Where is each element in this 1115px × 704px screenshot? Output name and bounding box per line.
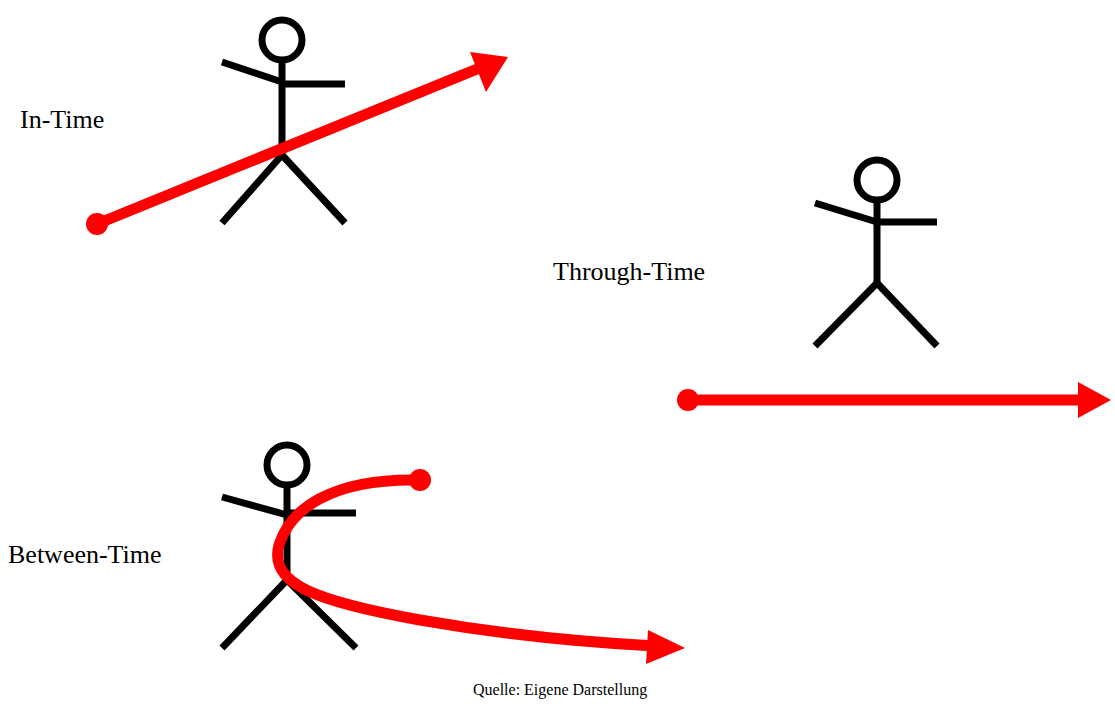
figure-leg bbox=[815, 283, 877, 346]
arrow-head bbox=[646, 630, 685, 664]
figure-label: Through-Time bbox=[553, 256, 705, 287]
stick-figure bbox=[222, 20, 345, 223]
figure-leg bbox=[877, 283, 937, 346]
figure-arm bbox=[815, 203, 877, 222]
figure-arm bbox=[877, 219, 937, 226]
figure-leg bbox=[222, 580, 287, 648]
figure-head bbox=[262, 20, 302, 60]
arrow-head bbox=[1078, 382, 1111, 418]
figure-arm bbox=[282, 81, 345, 88]
figure-body bbox=[874, 200, 881, 283]
time-arrow bbox=[677, 382, 1111, 418]
figure-arm bbox=[222, 62, 282, 82]
time-arrow bbox=[86, 52, 508, 235]
arrow-line bbox=[278, 480, 655, 646]
figure-body bbox=[279, 60, 286, 155]
caption: Quelle: Eigene Darstellung bbox=[473, 680, 647, 699]
stick-figure bbox=[222, 445, 356, 648]
figure-label: Between-Time bbox=[8, 539, 162, 570]
figure-arm bbox=[222, 497, 287, 515]
arrow-line bbox=[97, 67, 482, 224]
figure-head bbox=[857, 160, 897, 200]
figure-label: In-Time bbox=[20, 104, 104, 135]
figure-head bbox=[267, 445, 307, 485]
time-arrow bbox=[278, 469, 685, 664]
arrow-head bbox=[470, 52, 508, 92]
arrow-line bbox=[688, 395, 1085, 406]
figure-leg bbox=[282, 155, 345, 223]
stick-figure bbox=[815, 160, 937, 346]
